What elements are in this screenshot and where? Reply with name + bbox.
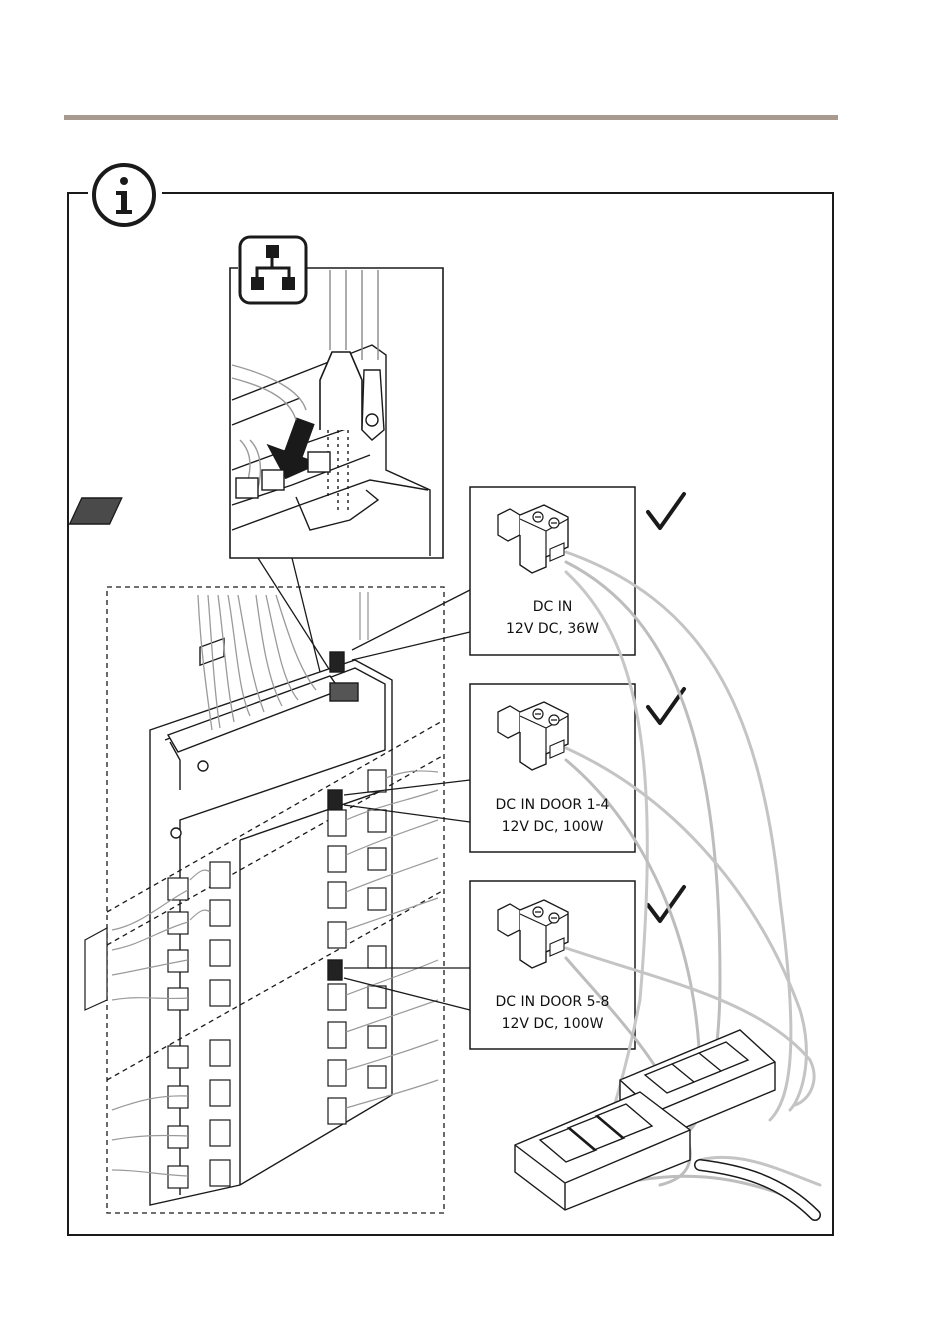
thick-cable bbox=[700, 1165, 815, 1215]
callout-label-dc-in-door-5-8: DC IN DOOR 5-8 12V DC, 100W bbox=[470, 991, 635, 1035]
network-icon bbox=[240, 237, 306, 303]
callout-spec: 12V DC, 100W bbox=[470, 1013, 635, 1035]
callout-label-dc-in: DC IN 12V DC, 36W bbox=[470, 596, 635, 640]
din-rail bbox=[85, 928, 107, 1010]
network-leader bbox=[258, 558, 336, 680]
callout-name: DC IN bbox=[470, 596, 635, 618]
check-icon bbox=[648, 494, 684, 528]
header-rule bbox=[64, 115, 838, 120]
info-icon bbox=[94, 165, 154, 225]
callout-spec: 12V DC, 36W bbox=[470, 618, 635, 640]
callout-spec: 12V DC, 100W bbox=[470, 816, 635, 838]
network-inset-illustration bbox=[70, 270, 430, 556]
callout-name: DC IN DOOR 5-8 bbox=[470, 991, 635, 1013]
callout-label-dc-in-door-1-4: DC IN DOOR 1-4 12V DC, 100W bbox=[470, 794, 635, 838]
callout-name: DC IN DOOR 1-4 bbox=[470, 794, 635, 816]
splice-connectors bbox=[515, 1030, 775, 1210]
